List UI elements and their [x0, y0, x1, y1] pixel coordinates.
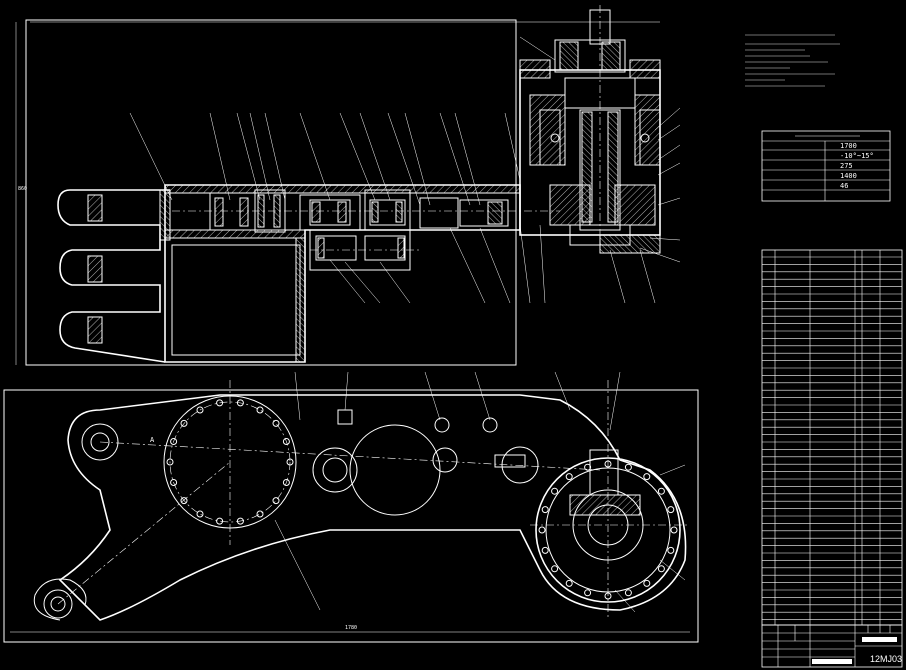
rotary-joint-outer: [535, 457, 681, 603]
bolt-hole: [282, 438, 290, 445]
hole-2: [482, 417, 498, 433]
fork-pivot-inner: [90, 432, 110, 452]
bolt-hole: [216, 517, 224, 525]
base-pivot-outer: [43, 589, 73, 619]
motor-housing: [171, 244, 301, 356]
bolt-hole: [624, 589, 632, 597]
plan-centerline-2: [57, 461, 231, 605]
bolt-hole: [643, 579, 651, 587]
bolt-hole: [216, 399, 224, 407]
plan-centerline: [99, 441, 601, 471]
arm-top-wall: [164, 184, 521, 194]
hole-1: [434, 417, 450, 433]
spec-value: -10°~15°: [840, 152, 874, 160]
mid-shaft: [432, 447, 458, 473]
idler-gear-inner: [322, 457, 348, 483]
bolt-hole: [667, 546, 675, 554]
bolt-hole: [236, 399, 244, 407]
bolt-hole: [584, 463, 592, 471]
bolt-hole: [670, 526, 678, 534]
parts-list: [761, 249, 903, 626]
bolt-hole: [256, 406, 264, 414]
spec-value: 1700: [840, 142, 857, 150]
bolt-hole: [551, 487, 559, 495]
bolt-hole: [196, 510, 204, 518]
small-gear: [501, 446, 539, 484]
spec-value: 1400: [840, 172, 857, 180]
bolt-hole: [538, 526, 546, 534]
bolt-hole: [170, 438, 178, 445]
bolt-hole: [541, 506, 549, 514]
bolt-hole: [272, 497, 280, 505]
bolt-hole: [236, 517, 244, 525]
mid-gear-circle: [349, 424, 441, 516]
motor-flange: [589, 449, 619, 496]
fork-pivot-outer: [81, 423, 119, 461]
bolt-hole: [657, 565, 665, 573]
technical-notes: [745, 34, 840, 87]
base-pivot-inner: [50, 596, 66, 612]
bolt-hole: [166, 458, 174, 466]
idler-gear-outer: [312, 447, 358, 493]
left-dimension-text: 860: [18, 186, 27, 192]
bolt-hole: [551, 565, 559, 573]
plan-view: 1780 860 A: [3, 22, 699, 643]
specs-table: [761, 130, 891, 202]
bolt-hole: [657, 487, 665, 495]
joint-hatched-block: [569, 494, 641, 516]
drawing-number: 12MJ03: [870, 654, 902, 664]
keyway-slot: [494, 454, 526, 468]
bolt-hole: [196, 406, 204, 414]
bolt-hole: [180, 419, 188, 427]
housing-wall: [295, 237, 306, 363]
gear-bolt-ring: [166, 399, 294, 525]
arm-plan-outline: [58, 394, 687, 621]
bolt-hole: [624, 463, 632, 471]
bolt-hole: [282, 479, 290, 486]
bolt-hole: [170, 479, 178, 486]
spec-value: 46: [840, 182, 848, 190]
boss-square: [337, 409, 353, 425]
bolt-hole: [667, 506, 675, 514]
bolt-hole: [643, 473, 651, 481]
bolt-hole: [565, 579, 573, 587]
bolt-hole: [541, 546, 549, 554]
bottom-dimension-text: 1780: [345, 625, 357, 631]
gear-train: [172, 189, 560, 271]
bolt-hole: [584, 589, 592, 597]
bolt-hole: [180, 497, 188, 505]
spec-value: 275: [840, 162, 853, 170]
bolt-hole: [272, 419, 280, 427]
section-arrow-label: A: [150, 436, 155, 444]
base-lug: [33, 578, 87, 621]
arm-inner-wall: [164, 229, 306, 239]
section-leader-lines: [129, 36, 681, 304]
title-block: [761, 624, 903, 668]
specs-table-values: 1700 -10°~15° 275 1400 46: [840, 142, 874, 190]
joint-assembly: [519, 5, 661, 255]
plan-view-border: [3, 389, 699, 643]
bolt-hole: [565, 473, 573, 481]
gear-pitch-circle: [169, 401, 291, 523]
section-view: [25, 5, 681, 366]
fork-end: [57, 189, 171, 363]
bolt-hole: [256, 510, 264, 518]
bolt-hole: [286, 458, 294, 466]
